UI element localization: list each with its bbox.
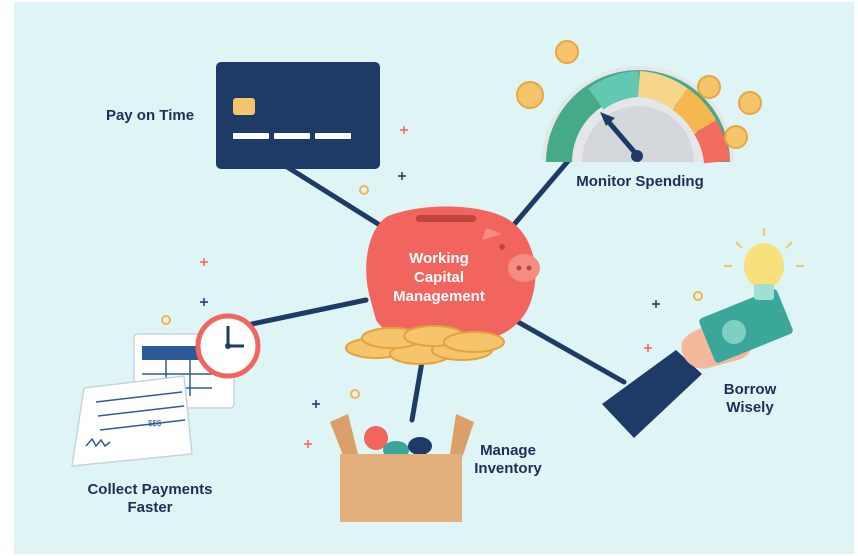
hand-with-money-icon [602, 228, 804, 438]
center-label-working-capital-management: Working Capital Management [393, 250, 485, 305]
node-label-manage-inventory: Manage Inventory [474, 442, 542, 477]
connector-monitor-spending [503, 151, 577, 237]
diagram-canvas: $$$ Working Capital Management Pay on Ti… [14, 2, 854, 554]
inventory-box-icon [330, 414, 474, 522]
connector-collect-payments [249, 297, 369, 327]
diagram-graphics: $$$ [71, 40, 804, 522]
node-label-pay-on-time: Pay on Time [105, 107, 195, 124]
invoice-amount-text: $$$ [148, 419, 162, 428]
node-label-borrow-wisely: Borrow Wisely [723, 381, 777, 416]
node-label-collect-payments: Collect Payments Faster [87, 481, 213, 516]
decorative-sparkles [161, 126, 703, 448]
speedometer-gauge-icon [516, 40, 762, 164]
node-label-monitor-spending: Monitor Spending [576, 173, 704, 190]
credit-card-icon [216, 62, 380, 169]
piggy-bank-icon [366, 206, 540, 345]
coin-stack-icon [345, 325, 505, 365]
invoice-clock-icon: $$$ [71, 313, 261, 467]
connector-pay-on-time [281, 162, 397, 237]
connector-borrow-wisely [501, 311, 627, 385]
